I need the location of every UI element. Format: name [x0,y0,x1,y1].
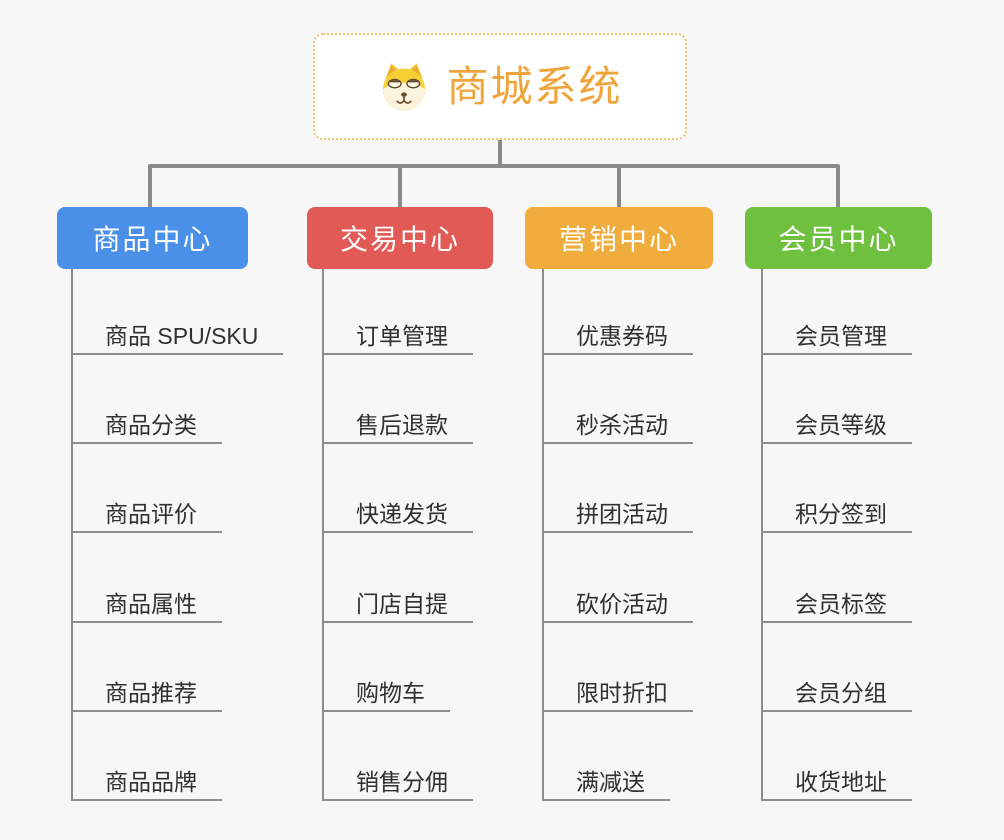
topic-item[interactable]: 商品推荐 [71,676,222,712]
root-topic-node[interactable]: 商城系统 [313,33,687,140]
topic-item[interactable]: 限时折扣 [542,676,693,712]
branch-node-trade-center[interactable]: 交易中心 [307,207,493,269]
topic-item[interactable]: 秒杀活动 [542,408,693,444]
topic-item[interactable]: 商品品牌 [71,765,222,801]
branch-label: 营销中心 [558,224,679,255]
topic-item[interactable]: 售后退款 [322,408,473,444]
shiba-dog-icon [383,62,426,111]
topic-item[interactable]: 购物车 [322,676,450,712]
branch-spine [71,269,73,801]
topic-item[interactable]: 满减送 [542,765,670,801]
topic-item[interactable]: 会员分组 [761,676,912,712]
topic-item[interactable]: 会员管理 [761,319,912,355]
branch-label: 商品中心 [92,224,213,255]
branch-spine [542,269,544,801]
topic-item[interactable]: 商品评价 [71,497,222,533]
branch-label: 交易中心 [339,224,460,255]
topic-item[interactable]: 门店自提 [322,587,473,623]
topic-item[interactable]: 会员等级 [761,408,912,444]
topic-item[interactable]: 商品属性 [71,587,222,623]
topic-item[interactable]: 销售分佣 [322,765,473,801]
topic-item[interactable]: 收货地址 [761,765,912,801]
topic-item[interactable]: 拼团活动 [542,497,693,533]
topic-item[interactable]: 积分签到 [761,497,912,533]
topic-item[interactable]: 商品 SPU/SKU [71,319,284,355]
branch-spine [761,269,763,801]
topic-item[interactable]: 优惠券码 [542,319,693,355]
topic-item[interactable]: 快递发货 [322,497,473,533]
topic-item[interactable]: 订单管理 [322,319,473,355]
topic-item[interactable]: 会员标签 [761,587,912,623]
branch-node-marketing-center[interactable]: 营销中心 [525,207,713,269]
branch-node-member-center[interactable]: 会员中心 [745,207,932,269]
root-topic-label: 商城系统 [446,62,623,110]
branch-node-product-center[interactable]: 商品中心 [57,207,248,269]
topic-item[interactable]: 商品分类 [71,408,222,444]
branch-spine [322,269,324,801]
branch-label: 会员中心 [778,224,899,255]
topic-item[interactable]: 砍价活动 [542,587,693,623]
